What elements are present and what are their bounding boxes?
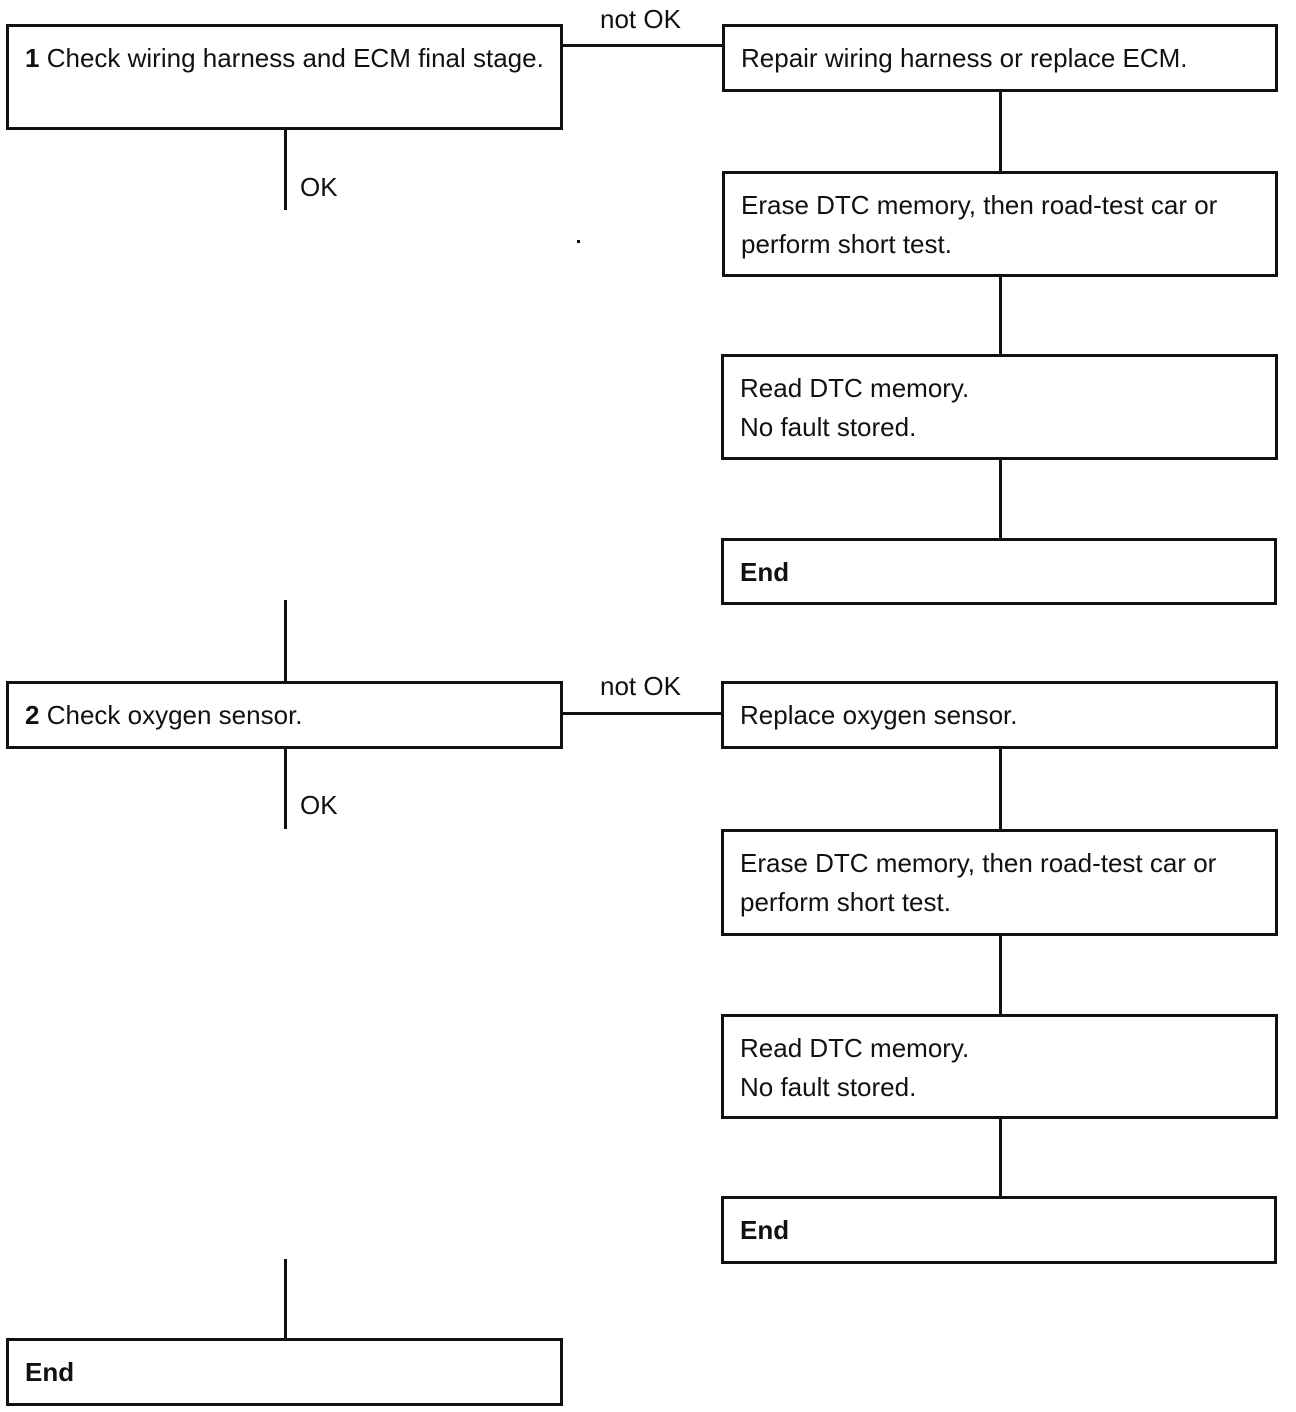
erase-dtc-box-2: Erase DTC memory, then road-test car or …	[721, 829, 1278, 936]
step-2-ok-label: OK	[300, 790, 338, 820]
end-text-2: End	[740, 1215, 790, 1245]
read-dtc-line2-2: No fault stored.	[740, 1072, 917, 1102]
step-1-not-ok-connector	[563, 44, 723, 47]
final-end-text: End	[25, 1357, 75, 1387]
step-2-box: 2 Check oxygen sensor.	[6, 681, 563, 749]
read-dtc-line1-2: Read DTC memory.	[740, 1033, 970, 1063]
step-1-number: 1	[25, 43, 40, 73]
step-2-not-ok-connector	[563, 712, 722, 715]
end-box-1: End	[721, 538, 1277, 605]
replace-sensor-box: Replace oxygen sensor.	[721, 681, 1278, 749]
read-dtc-line1-1: Read DTC memory.	[740, 373, 970, 403]
connector-to-step-2	[284, 600, 287, 682]
read-dtc-box-1: Read DTC memory. No fault stored.	[721, 354, 1278, 460]
connector-1c	[999, 460, 1002, 538]
connector-to-final-end	[284, 1259, 287, 1339]
repair-harness-box: Repair wiring harness or replace ECM.	[722, 24, 1278, 92]
step-1-box: 1 Check wiring harness and ECM final sta…	[6, 24, 563, 130]
erase-dtc-text-2: Erase DTC memory, then road-test car or …	[740, 848, 1217, 917]
stray-mark	[577, 240, 580, 243]
replace-sensor-text: Replace oxygen sensor.	[740, 700, 1018, 730]
connector-1a	[999, 92, 1002, 172]
step-1-ok-connector	[284, 130, 287, 210]
read-dtc-box-2: Read DTC memory. No fault stored.	[721, 1014, 1278, 1119]
erase-dtc-box-1: Erase DTC memory, then road-test car or …	[722, 171, 1278, 277]
connector-2a	[999, 749, 1002, 830]
end-text-1: End	[740, 557, 790, 587]
end-box-2: End	[721, 1196, 1277, 1264]
connector-1b	[999, 277, 1002, 355]
repair-harness-text: Repair wiring harness or replace ECM.	[741, 43, 1188, 73]
step-2-text: Check oxygen sensor.	[46, 700, 303, 730]
step-2-number: 2	[25, 700, 40, 730]
connector-2b	[999, 936, 1002, 1015]
step-1-not-ok-label: not OK	[600, 4, 681, 34]
step-2-ok-connector	[284, 749, 287, 829]
read-dtc-line2-1: No fault stored.	[740, 412, 917, 442]
step-1-ok-label: OK	[300, 172, 338, 202]
connector-2c	[999, 1119, 1002, 1197]
step-2-not-ok-label: not OK	[600, 671, 681, 701]
step-1-text: Check wiring harness and ECM final stage…	[46, 43, 544, 73]
erase-dtc-text-1: Erase DTC memory, then road-test car or …	[741, 190, 1218, 259]
final-end-box: End	[6, 1338, 563, 1406]
